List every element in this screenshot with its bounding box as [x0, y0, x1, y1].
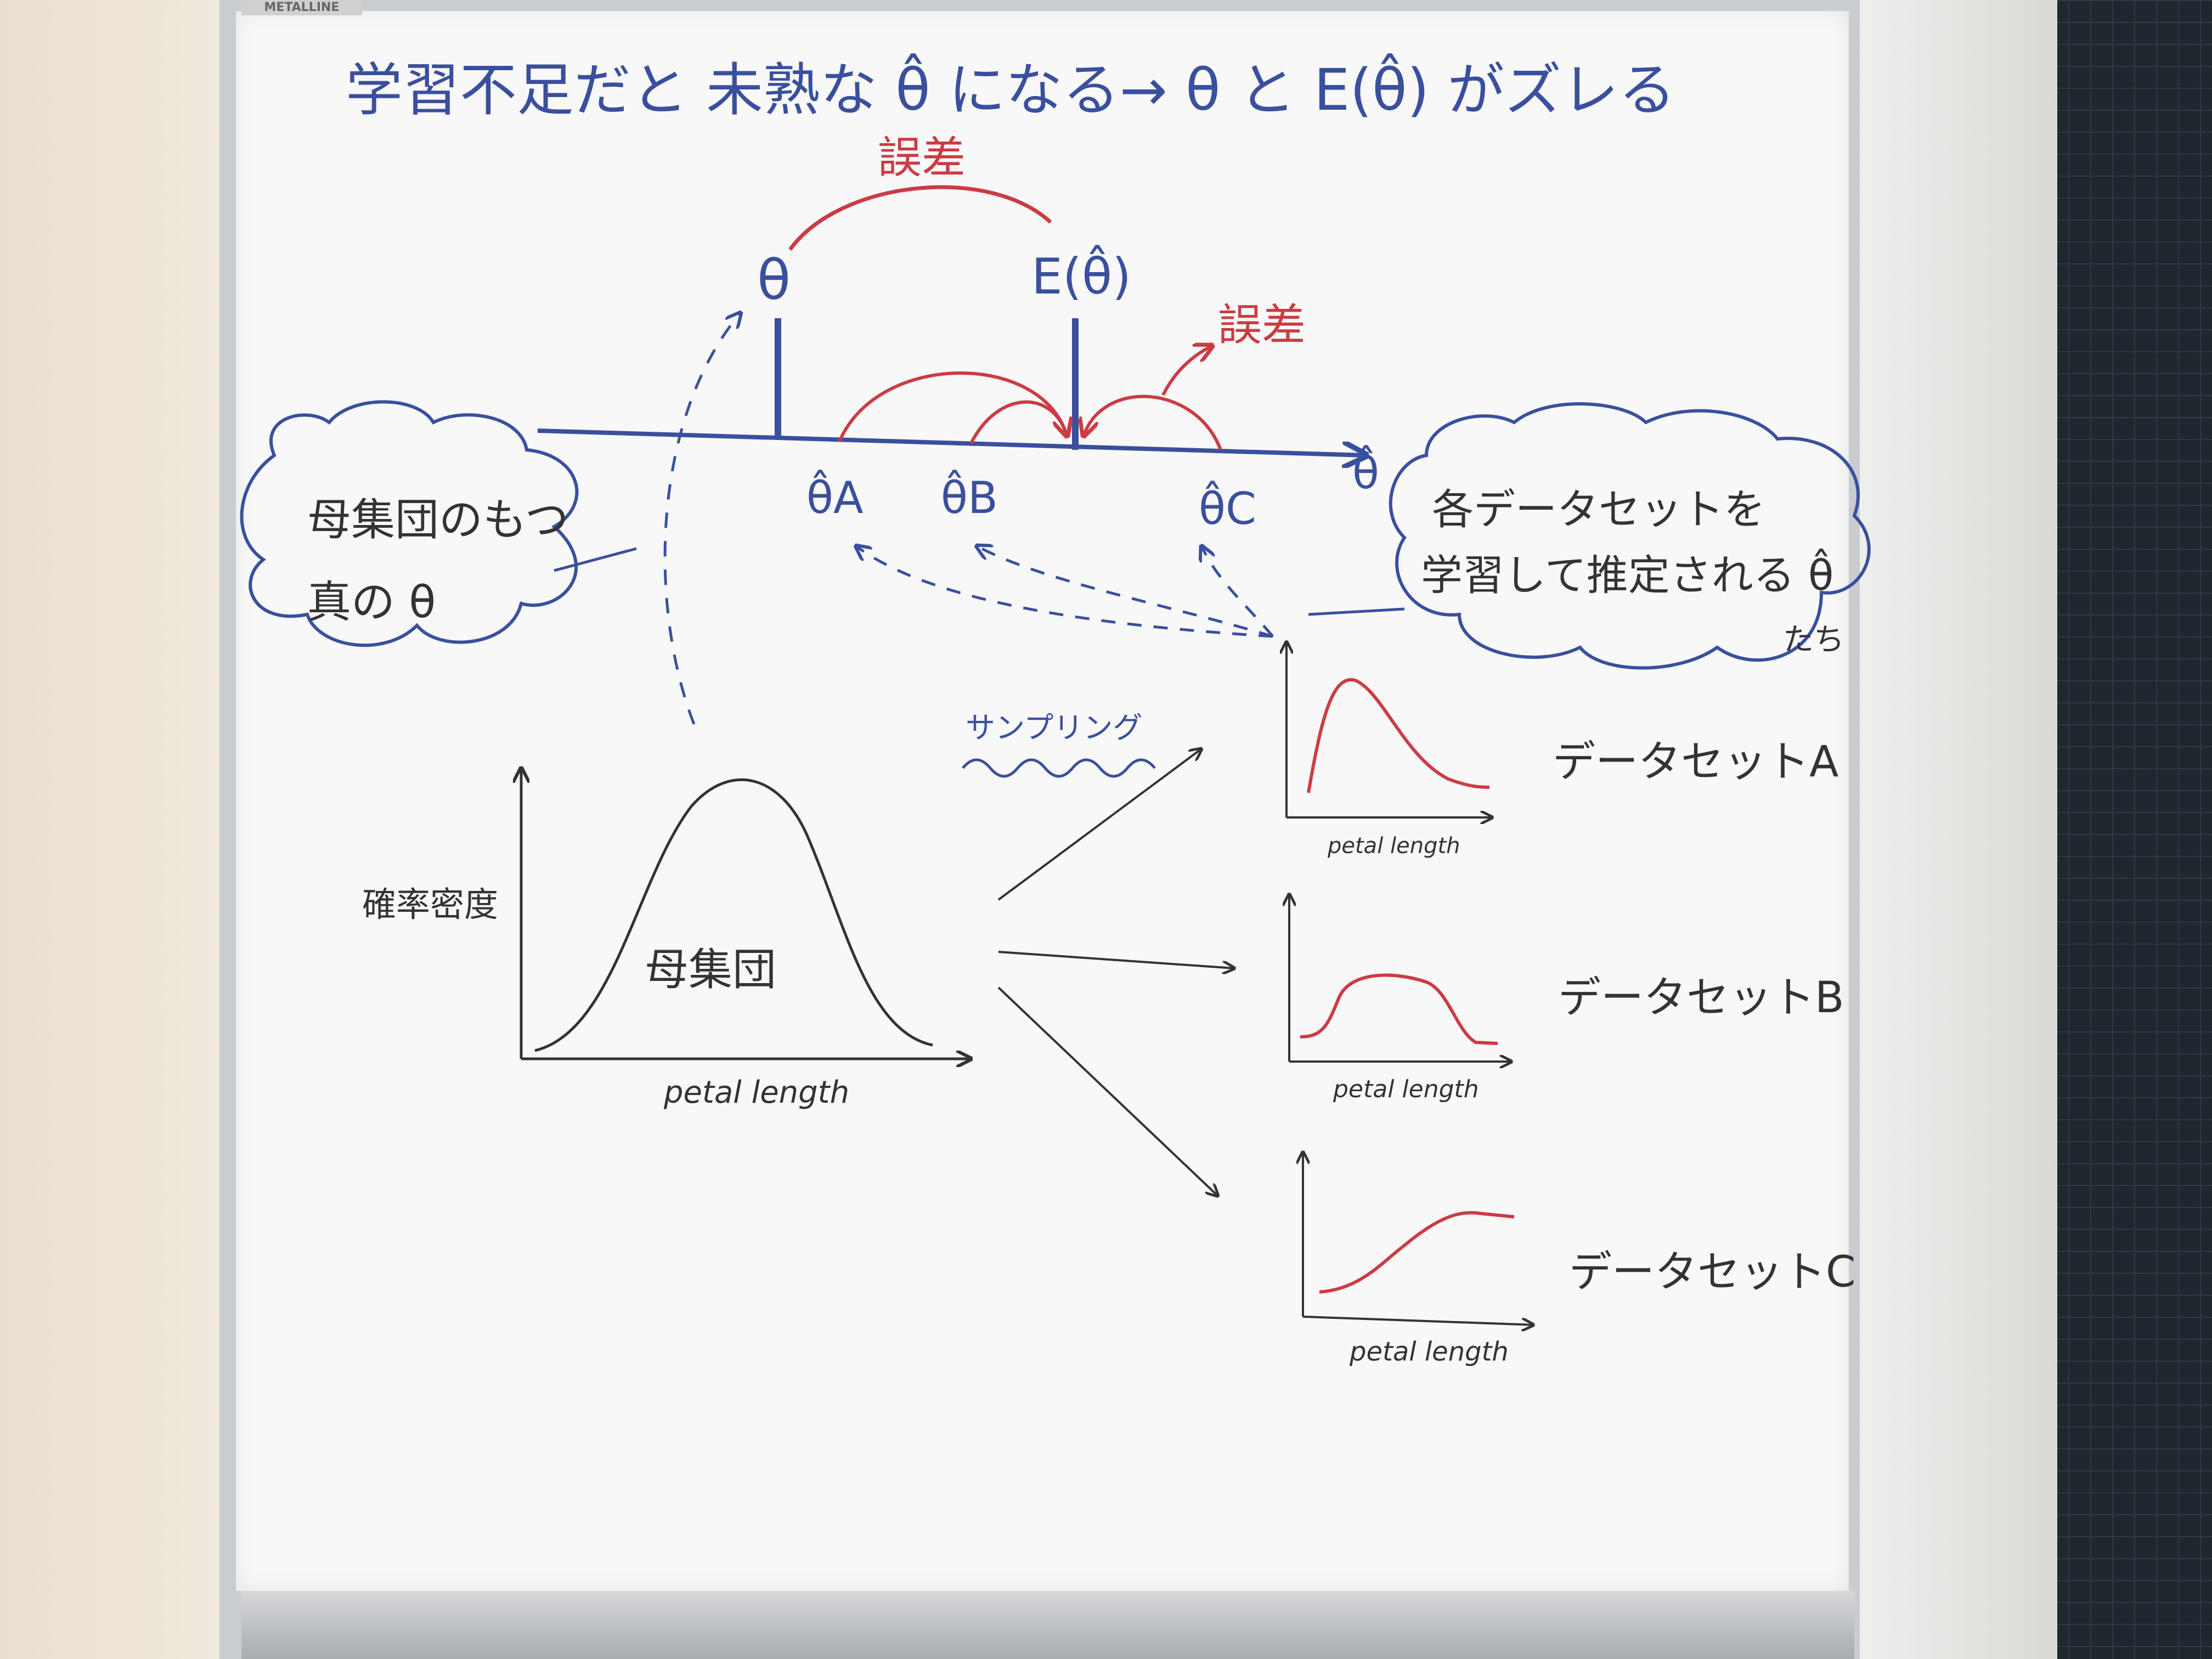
marker-tray — [241, 1591, 1854, 1659]
dataset-c-xlabel: petal length — [1349, 1336, 1509, 1367]
sampling-arrow-a — [997, 749, 1201, 901]
population-label: 母集団 — [645, 944, 776, 995]
dataset-c-curve — [1319, 1211, 1515, 1294]
dataset-c-to-estimate — [1201, 546, 1274, 637]
dataset-c-x-axis — [1302, 1316, 1533, 1325]
population-to-theta-arrow — [663, 313, 741, 725]
dataset-b-xlabel: petal length — [1333, 1075, 1479, 1103]
true-theta-callout — [240, 400, 579, 647]
window — [2046, 0, 2212, 1659]
theta-label: θ — [757, 248, 791, 312]
dataset-a-name: データセットA — [1553, 737, 1838, 787]
callout-pointer-left — [554, 547, 637, 572]
sampling-underline — [962, 758, 1156, 778]
population-ylabel: 確率密度 — [362, 884, 498, 924]
error-arc-c — [1084, 394, 1222, 451]
population-xlabel: petal length — [663, 1075, 849, 1110]
estimated-line3: たち — [1783, 622, 1844, 658]
error-arc-b — [969, 400, 1067, 444]
error-right-label: 誤差 — [1218, 300, 1306, 351]
estimated-line2: 学習して推定される θ̂ — [1421, 549, 1833, 600]
sampling-label: サンプリング — [966, 710, 1142, 745]
sampling-arrow-c — [997, 986, 1218, 1196]
whiteboard — [236, 11, 1849, 1591]
dataset-b-to-estimate — [977, 546, 1273, 638]
population-curve — [534, 778, 933, 1052]
dataset-a-curve — [1307, 678, 1490, 793]
estimated-theta-callout — [1389, 402, 1871, 670]
sampling-arrow-b — [998, 951, 1234, 968]
theta-b-label: θ̂B — [941, 469, 998, 523]
error-arc-top — [788, 185, 1052, 251]
e-theta-hat-label: E(θ̂) — [1031, 245, 1131, 306]
wall — [0, 0, 258, 1659]
dataset-a-xlabel: petal length — [1327, 833, 1460, 859]
true-theta-line1: 母集団のもつ — [307, 494, 569, 545]
estimated-line1: 各データセットを — [1432, 485, 1765, 534]
error-arc-a — [838, 371, 1067, 443]
true-theta-line2: 真の θ — [307, 577, 436, 628]
callout-pointer-right — [1308, 607, 1405, 616]
window-frame — [1849, 0, 2057, 1659]
axis-theta-hat-label: θ̂ — [1352, 444, 1379, 499]
theta-c-label: θ̂C — [1199, 480, 1256, 534]
theta-hat-axis — [537, 428, 1366, 455]
dataset-b-name: データセットB — [1558, 973, 1844, 1023]
theta-a-label: θ̂A — [806, 469, 864, 523]
brand-label: METALLINE — [241, 0, 362, 15]
dataset-b-curve — [1300, 973, 1498, 1045]
dataset-c-name: データセットC — [1569, 1248, 1855, 1297]
title: 学習不足だと 未熟な θ̂ になる→ θ と E(θ̂) がズレる — [346, 54, 1675, 123]
error-top-label: 誤差 — [878, 132, 966, 183]
dataset-a-to-estimate — [856, 546, 1273, 638]
error-arrow-right — [1161, 346, 1212, 396]
